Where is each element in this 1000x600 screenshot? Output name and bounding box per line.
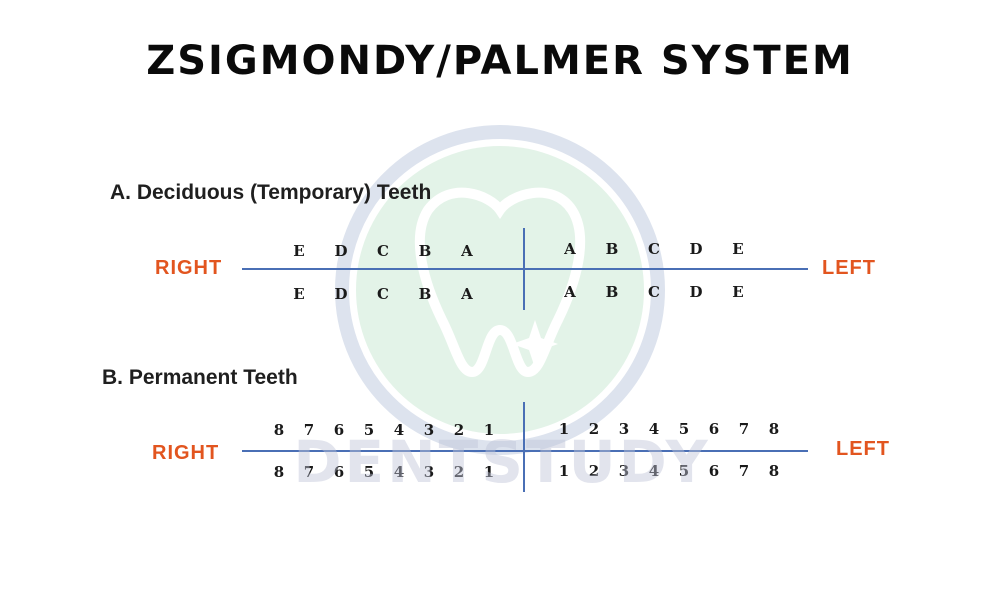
tooth-label: 5 (363, 463, 375, 481)
tooth-label: 6 (333, 463, 345, 481)
tooth-label: 4 (648, 462, 660, 480)
tooth-label: 6 (708, 420, 720, 438)
tooth-label: 5 (678, 462, 690, 480)
tooth-label: C (377, 242, 389, 260)
tooth-label: A (461, 242, 473, 260)
deciduous-heading: A. Deciduous (Temporary) Teeth (110, 181, 432, 204)
tooth-label: 8 (273, 463, 285, 481)
tooth-label: 3 (618, 462, 630, 480)
tooth-label: E (732, 240, 744, 258)
deciduous-midline (523, 228, 525, 310)
tooth-label: C (648, 283, 660, 301)
tooth-label: D (334, 285, 348, 303)
tooth-label: B (418, 242, 432, 260)
tooth-label: D (334, 242, 348, 260)
deciduous-upper-left: A B C D E (549, 240, 759, 258)
tooth-label: 4 (393, 421, 405, 439)
tooth-label: E (293, 285, 305, 303)
tooth-label: A (461, 285, 473, 303)
deciduous-lower-left: A B C D E (549, 283, 759, 301)
tooth-label: A (564, 283, 576, 301)
tooth-label: 3 (423, 463, 435, 481)
tooth-label: 1 (558, 462, 570, 480)
tooth-label: 1 (483, 463, 495, 481)
tooth-label: 6 (333, 421, 345, 439)
tooth-label: B (605, 283, 619, 301)
tooth-label: 8 (768, 420, 780, 438)
tooth-label: C (648, 240, 660, 258)
tooth-label: 8 (273, 421, 285, 439)
deciduous-right-label: RIGHT (155, 257, 223, 279)
deciduous-left-label: LEFT (822, 257, 876, 279)
tooth-label: 2 (453, 463, 465, 481)
permanent-occlusal-line (242, 450, 808, 452)
tooth-label: C (377, 285, 389, 303)
tooth-label: D (689, 240, 703, 258)
tooth-label: E (293, 242, 305, 260)
tooth-label: 6 (708, 462, 720, 480)
tooth-label: 8 (768, 462, 780, 480)
page-title: ZSIGMONDY/PALMER SYSTEM (146, 38, 854, 84)
watermark-text: DENTSTUDY (293, 428, 711, 496)
tooth-label: 4 (393, 463, 405, 481)
tooth-label: 3 (423, 421, 435, 439)
tooth-label: E (732, 283, 744, 301)
deciduous-occlusal-line (242, 268, 808, 270)
tooth-label: 3 (618, 420, 630, 438)
tooth-label: 2 (588, 462, 600, 480)
permanent-right-label: RIGHT (152, 442, 220, 464)
tooth-label: 1 (483, 421, 495, 439)
permanent-left-label: LEFT (836, 438, 890, 460)
tooth-label: 7 (738, 420, 750, 438)
tooth-label: 7 (303, 463, 315, 481)
tooth-label: B (605, 240, 619, 258)
tooth-label: 5 (678, 420, 690, 438)
tooth-label: 4 (648, 420, 660, 438)
tooth-label: 7 (303, 421, 315, 439)
tooth-label: 5 (363, 421, 375, 439)
tooth-label: 1 (558, 420, 570, 438)
tooth-label: 2 (453, 421, 465, 439)
tooth-label: B (418, 285, 432, 303)
tooth-label: A (564, 240, 576, 258)
permanent-heading: B. Permanent Teeth (102, 366, 298, 389)
tooth-label: 2 (588, 420, 600, 438)
tooth-label: 7 (738, 462, 750, 480)
tooth-label: D (689, 283, 703, 301)
permanent-midline (523, 402, 525, 492)
